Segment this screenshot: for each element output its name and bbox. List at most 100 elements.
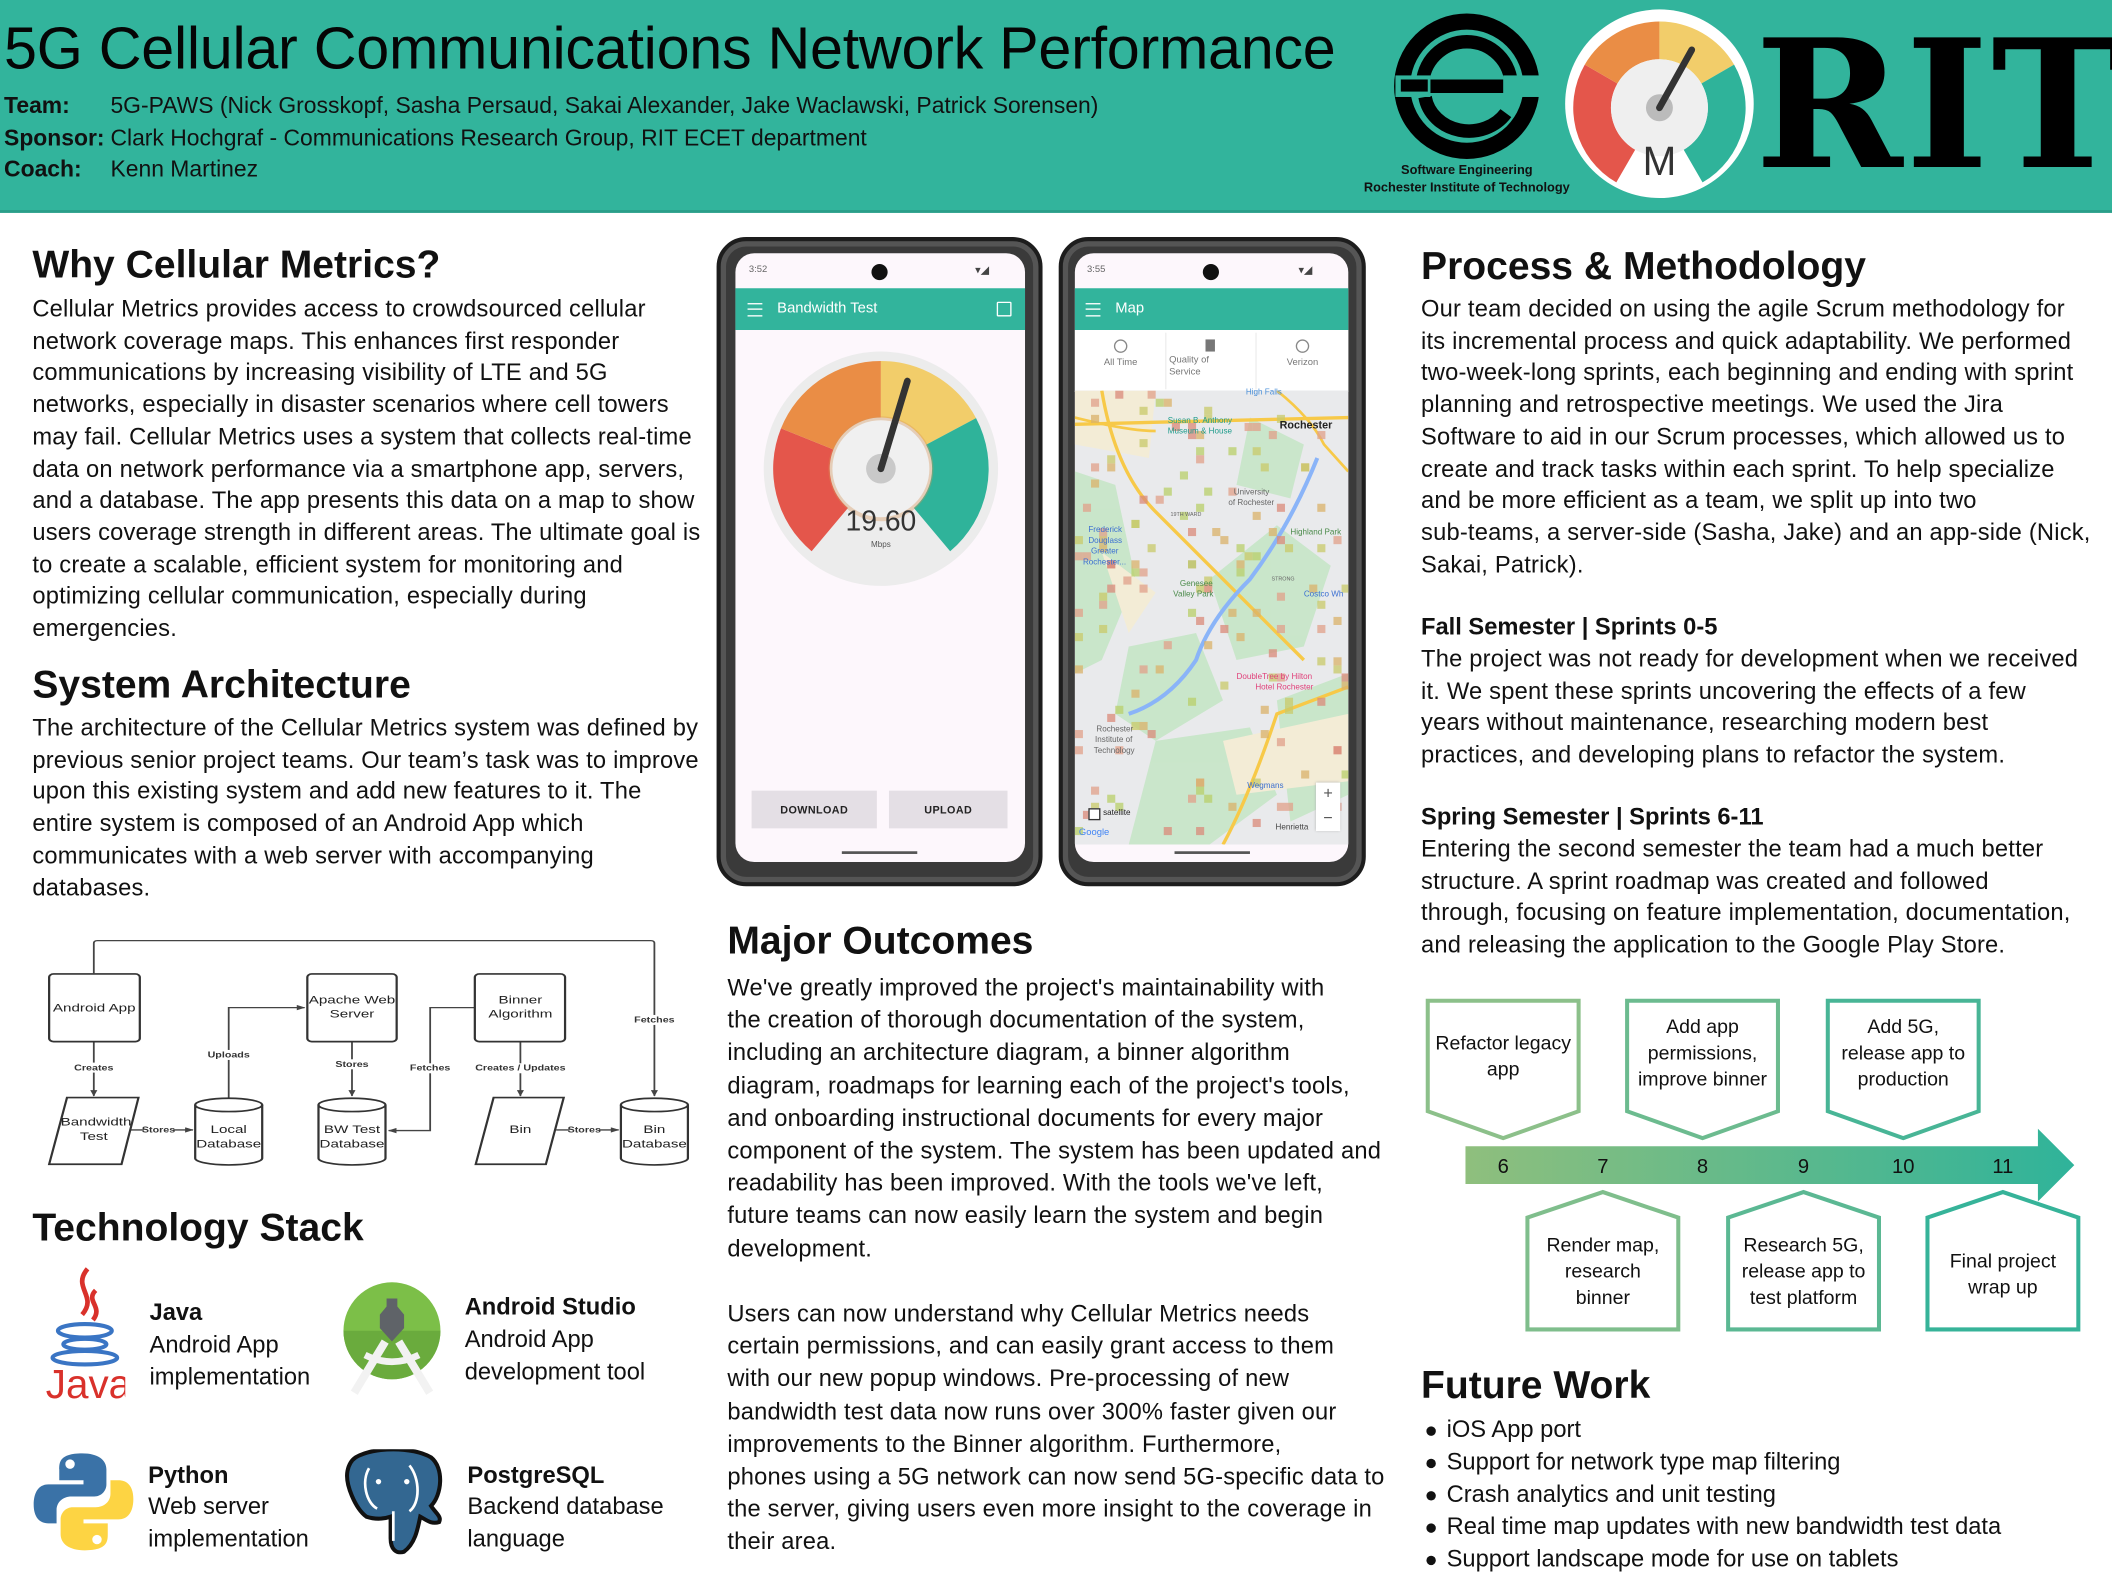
milestone-text: improve binner (1638, 1069, 1768, 1091)
map-label: Wegmans (1247, 782, 1284, 791)
map-label: Rochester (1096, 726, 1134, 735)
coverage-cell (1188, 560, 1197, 569)
coverage-cell (1244, 552, 1253, 561)
coverage-cell (1284, 697, 1294, 706)
tech-java-line2: implementation (149, 1363, 311, 1391)
tech-android-studio-title: Android Studio (464, 1293, 636, 1321)
coverage-cell (1099, 544, 1108, 553)
sprint-number: 9 (1798, 1156, 1809, 1178)
gauge-red-segment (773, 428, 848, 552)
coverage-cell (1333, 657, 1342, 666)
menu-icon[interactable] (1085, 303, 1101, 317)
coverage-cell (1139, 568, 1148, 577)
coverage-cell (1236, 633, 1245, 642)
coverage-cell (1099, 600, 1108, 609)
coverage-cell (1260, 730, 1269, 739)
coverage-cell (1341, 770, 1349, 779)
binner-node (473, 973, 567, 1043)
edge-label: Stores (568, 1126, 601, 1135)
coverage-cell (1139, 439, 1148, 448)
coverage-map[interactable] (1074, 390, 1349, 845)
text-line: The project was not ready for developmen… (1421, 645, 2079, 673)
coverage-cell (1317, 431, 1326, 440)
coverage-cell (1317, 697, 1326, 706)
coverage-cell (1074, 730, 1083, 739)
node-label: Server (330, 1007, 375, 1020)
text-line: readability has been improved. With the … (727, 1169, 1323, 1197)
text-line: phones using a 5G network can now send 5… (727, 1462, 1385, 1490)
satellite-checkbox[interactable] (1088, 808, 1101, 821)
coverage-cell (1260, 463, 1269, 472)
coverage-cell (1091, 802, 1100, 811)
coverage-cell (1228, 608, 1237, 617)
poster-title: 5G Cellular Communications Network Perfo… (4, 16, 1336, 83)
coverage-cell (1333, 616, 1342, 625)
text-line: including an architecture diagram, a bin… (727, 1039, 1290, 1066)
coverage-cell (1204, 641, 1213, 650)
map-label: of Rochester (1228, 499, 1275, 508)
zoom-in-button[interactable]: + (1323, 783, 1333, 803)
node-label: Android App (53, 1001, 136, 1014)
tab-verizon[interactable]: Verizon (1258, 339, 1347, 369)
metrics-logo-letter: M (1643, 138, 1677, 184)
edge-label: Uploads (208, 1051, 250, 1060)
milestone-text: release app to (1841, 1042, 1965, 1064)
coverage-cell (1333, 536, 1342, 545)
milestone-shape (1726, 1189, 1882, 1332)
coverage-cell (1179, 511, 1189, 520)
tab-quality-of-service[interactable]: Quality of Service (1169, 339, 1223, 378)
postgresql-logo-icon (345, 1449, 443, 1555)
edge-label: Creates (74, 1064, 113, 1073)
future-work-item: iOS App port (1426, 1415, 1581, 1443)
coverage-cell (1091, 786, 1100, 795)
milestone-text: Research 5G, (1743, 1234, 1863, 1256)
tab-divider (1165, 332, 1167, 390)
coverage-cell (1252, 447, 1261, 456)
download-button[interactable]: DOWNLOAD (751, 790, 877, 829)
logo-gauge-segment (1683, 64, 1746, 183)
team-value: 5G-PAWS (Nick Grosskopf, Sasha Persaud, … (110, 92, 1099, 119)
menu-icon[interactable] (747, 303, 763, 317)
coverage-cell (1204, 487, 1213, 496)
coverage-cell (1196, 786, 1205, 795)
zoom-out-button[interactable]: − (1323, 808, 1333, 828)
coverage-cell (1188, 422, 1197, 432)
apache-server-node (306, 973, 398, 1043)
node-label: Apache Web (309, 993, 396, 1006)
node-label: Bin (509, 1123, 531, 1136)
coverage-cell (1196, 431, 1205, 440)
edge-label: Stores (335, 1060, 368, 1069)
coverage-cell (1196, 778, 1205, 787)
coverage-cell (1147, 730, 1156, 739)
tab-all-time[interactable]: All Time (1078, 339, 1164, 369)
home-indicator[interactable] (1174, 851, 1250, 854)
text-line: structure. A sprint roadmap was created … (1421, 867, 1989, 894)
software-engineering-logo-icon (1394, 13, 1544, 159)
tech-java-title: Java (149, 1298, 203, 1326)
coverage-cell (1115, 802, 1124, 811)
coverage-cell (1333, 665, 1342, 674)
sprint-number: 11 (1992, 1156, 2013, 1178)
sprint-number: 8 (1697, 1156, 1708, 1178)
fall-heading: Fall Semester | Sprints 0-5 (1421, 612, 1718, 640)
home-indicator[interactable] (841, 851, 918, 854)
text-line: Cellular Metrics provides access to crow… (32, 294, 646, 322)
coverage-cell (1147, 544, 1156, 553)
coverage-cell (1220, 624, 1229, 634)
coverage-cell (1204, 414, 1213, 423)
text-line: the creation of thorough documentation o… (727, 1006, 1305, 1034)
se-logo-text-2: Rochester Institute of Technology (1363, 180, 1570, 196)
sponsor-value: Clark Hochgraf - Communications Research… (110, 125, 867, 151)
coverage-cell (1163, 487, 1172, 496)
upload-button[interactable]: UPLOAD (888, 790, 1008, 829)
map-label: Douglass (1088, 537, 1123, 546)
coverage-cell (1074, 552, 1083, 561)
antenna-icon (1295, 339, 1310, 353)
coverage-cell (1196, 455, 1205, 464)
history-icon[interactable] (996, 301, 1012, 317)
milestone-shape (1625, 998, 1780, 1141)
map-label: Rochester... (1082, 558, 1127, 568)
node-label: Database (320, 1137, 385, 1150)
